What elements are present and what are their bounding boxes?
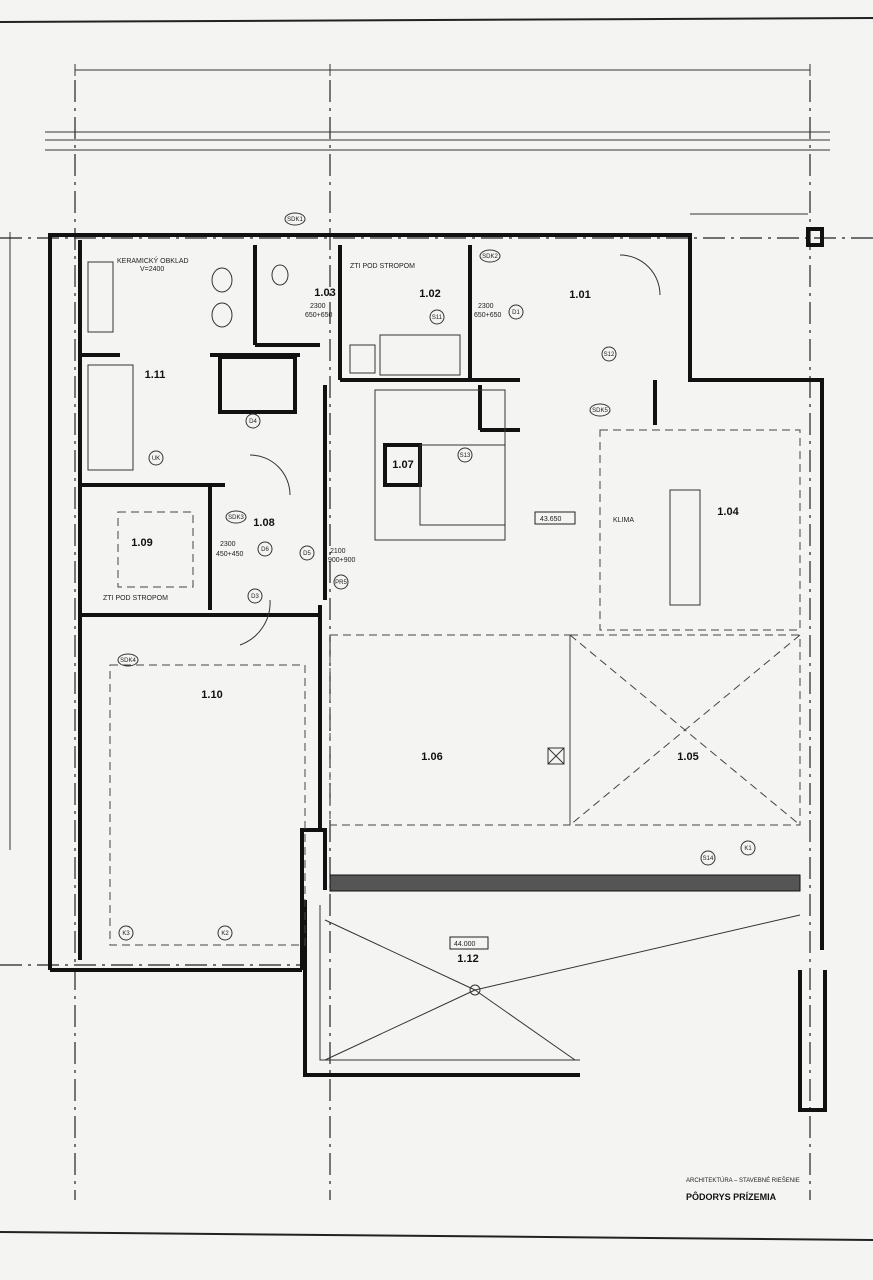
tag-k2: K2 [221, 931, 229, 937]
room-1-11: 1.11 [145, 369, 166, 381]
fixtures [87, 254, 801, 1061]
tag-s14: S14 [703, 856, 714, 862]
note-zti-2: ZTI POD STROPOM [103, 595, 168, 602]
tag-d4: D4 [249, 419, 257, 425]
room-1-03: 1.03 [314, 287, 335, 299]
tag-k3: K3 [122, 931, 130, 937]
tag-sdk1: SDK1 [287, 217, 303, 223]
door-1-07-height: 2100 [330, 548, 346, 555]
tag-pr5: PR5 [335, 580, 347, 586]
room-1-07: 1.07 [392, 459, 413, 471]
door-1-01-height: 2300 [478, 303, 494, 310]
tag-s13: S13 [460, 453, 471, 459]
room-1-06: 1.06 [421, 751, 442, 763]
tag-sdk5: SDK5 [592, 408, 608, 414]
tag-d1: D1 [512, 310, 520, 316]
tag-k1: K1 [744, 846, 752, 852]
element-tags: SDK1 SDK2 SDK3 SDK4 SDK5 D1 D3 D4 D5 D6 … [117, 212, 756, 941]
door-1-01-size: 650+650 [474, 312, 502, 319]
drawing-title: PÔDORYS PRÍZEMIA [686, 1191, 777, 1202]
door-1-08-height: 2300 [220, 541, 236, 548]
level-44000: 44.000 [454, 941, 476, 948]
note-zti-1: ZTI POD STROPOM [350, 263, 415, 270]
room-1-08: 1.08 [253, 517, 274, 529]
room-1-02: 1.02 [419, 288, 440, 300]
note-klima: KLIMA [613, 517, 634, 524]
axis-grid [0, 80, 873, 1200]
tag-sdk3: SDK3 [228, 515, 244, 521]
door-1-03-height: 2300 [310, 303, 326, 310]
tag-s12: S12 [604, 352, 615, 358]
sheet-border-top [0, 17, 873, 23]
sheet-border-bottom [0, 1231, 873, 1241]
tag-s11: S11 [432, 315, 443, 321]
note-ceramic-tiling: KERAMICKÝ OBKLAD [117, 256, 189, 265]
room-1-12: 1.12 [457, 953, 478, 965]
dimension-lines [9, 64, 811, 850]
tag-uk: UK [152, 456, 160, 462]
exterior-walls [48, 227, 827, 1112]
level-43650: 43.650 [540, 516, 562, 523]
tag-sdk4: SDK4 [120, 658, 136, 664]
room-1-10: 1.10 [201, 689, 222, 701]
room-1-01: 1.01 [569, 289, 590, 301]
tag-sdk2: SDK2 [482, 254, 498, 260]
terrace-railing [45, 131, 830, 151]
room-1-05: 1.05 [677, 751, 698, 763]
door-1-07-size: 900+900 [328, 557, 356, 564]
drawing-subtitle: ARCHITEKTÚRA – STAVEBNÉ RIEŠENIE [686, 1177, 800, 1184]
door-1-03-size: 650+650 [305, 312, 333, 319]
tag-d6: D6 [261, 547, 269, 553]
note-tiling-height: V=2400 [140, 266, 164, 273]
interior-walls [78, 240, 657, 960]
tag-d5: D5 [303, 551, 311, 557]
door-1-08-size: 450+450 [216, 551, 244, 558]
room-1-04: 1.04 [717, 506, 739, 518]
tag-d3: D3 [251, 594, 259, 600]
room-1-09: 1.09 [131, 537, 152, 549]
